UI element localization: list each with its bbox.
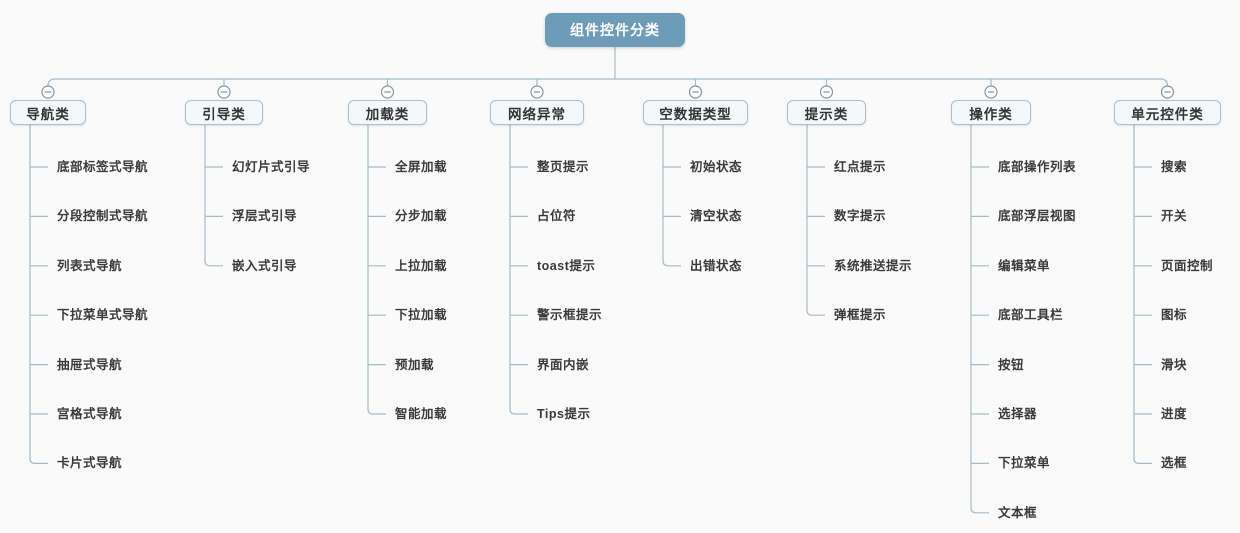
leaf-node[interactable]: 选框 bbox=[1161, 456, 1188, 471]
minus-circle-icon[interactable] bbox=[1160, 85, 1175, 99]
minus-circle-icon[interactable] bbox=[688, 85, 703, 99]
leaf-node[interactable]: 红点提示 bbox=[834, 160, 887, 174]
leaf-node[interactable]: 占位符 bbox=[537, 209, 577, 224]
minus-circle-icon[interactable] bbox=[380, 85, 395, 99]
minus-circle-icon[interactable] bbox=[41, 85, 55, 99]
leaf-node[interactable]: 底部操作列表 bbox=[998, 160, 1077, 174]
leaf-node[interactable]: 下拉加载 bbox=[395, 308, 448, 323]
leaf-node[interactable]: 文本框 bbox=[998, 505, 1038, 520]
leaf-node[interactable]: 出错状态 bbox=[690, 258, 743, 273]
leaf-node[interactable]: 搜索 bbox=[1161, 160, 1188, 174]
leaf-node[interactable]: 系统推送提示 bbox=[834, 258, 913, 273]
branch-node-label: 引导类 bbox=[202, 106, 246, 122]
branch-node-label: 单元控件类 bbox=[1131, 106, 1204, 122]
branch-node-label: 提示类 bbox=[804, 106, 849, 122]
leaf-node[interactable]: 初始状态 bbox=[690, 160, 743, 174]
branch-node-label: 网络异常 bbox=[508, 106, 566, 122]
leaf-node[interactable]: 弹框提示 bbox=[834, 308, 887, 323]
leaf-node[interactable]: 开关 bbox=[1161, 209, 1188, 224]
leaf-node[interactable]: 预加载 bbox=[395, 357, 435, 372]
leaf-node[interactable]: 智能加载 bbox=[395, 407, 448, 421]
leaf-node[interactable]: 整页提示 bbox=[537, 160, 590, 174]
minus-circle-icon[interactable] bbox=[819, 85, 834, 99]
minus-circle-icon[interactable] bbox=[217, 85, 231, 99]
root-node[interactable]: 组件控件分类 bbox=[545, 13, 685, 47]
leaf-node[interactable]: 数字提示 bbox=[834, 209, 887, 224]
leaf-node[interactable]: 浮层式引导 bbox=[232, 209, 298, 224]
leaf-node[interactable]: 按钮 bbox=[998, 357, 1025, 372]
leaf-node[interactable]: 底部标签式导航 bbox=[57, 160, 149, 174]
leaf-node[interactable]: 页面控制 bbox=[1161, 258, 1214, 273]
branch-node-label: 导航类 bbox=[26, 106, 70, 122]
leaf-node[interactable]: 清空状态 bbox=[690, 209, 743, 224]
leaf-node[interactable]: 嵌入式引导 bbox=[232, 258, 298, 273]
leaf-node[interactable]: 分段控制式导航 bbox=[57, 209, 149, 224]
leaf-node[interactable]: 幻灯片式引导 bbox=[232, 160, 311, 174]
leaf-node[interactable]: 抽屉式导航 bbox=[57, 357, 123, 372]
leaf-node[interactable]: 下拉菜单式导航 bbox=[57, 308, 149, 323]
leaf-node[interactable]: 卡片式导航 bbox=[57, 456, 123, 471]
leaf-node[interactable]: 宫格式导航 bbox=[57, 407, 123, 421]
leaf-node[interactable]: 底部浮层视图 bbox=[998, 209, 1077, 224]
branch-node[interactable]: 操作类 bbox=[951, 100, 1031, 125]
leaf-node[interactable]: 界面内嵌 bbox=[537, 357, 590, 372]
leaf-node[interactable]: 列表式导航 bbox=[57, 258, 123, 273]
branch-node[interactable]: 空数据类型 bbox=[643, 100, 748, 125]
branch-node-label: 空数据类型 bbox=[659, 106, 732, 122]
branch-node-label: 加载类 bbox=[365, 106, 410, 122]
leaf-node[interactable]: toast提示 bbox=[537, 258, 596, 273]
leaf-node[interactable]: 警示框提示 bbox=[537, 308, 603, 323]
leaf-node[interactable]: 编辑菜单 bbox=[998, 258, 1051, 273]
branch-node[interactable]: 导航类 bbox=[10, 100, 86, 125]
leaf-node[interactable]: Tips提示 bbox=[537, 407, 591, 421]
leaf-node[interactable]: 上拉加载 bbox=[395, 258, 448, 273]
leaf-node[interactable]: 进度 bbox=[1161, 407, 1188, 421]
leaf-node[interactable]: 滑块 bbox=[1161, 357, 1188, 372]
branch-node[interactable]: 加载类 bbox=[348, 100, 427, 125]
branch-node-label: 操作类 bbox=[969, 106, 1013, 122]
root-node-label: 组件控件分类 bbox=[570, 22, 660, 38]
leaf-node[interactable]: 选择器 bbox=[998, 407, 1038, 421]
minus-circle-icon[interactable] bbox=[984, 85, 998, 99]
minus-circle-icon[interactable] bbox=[530, 85, 544, 99]
branch-node[interactable]: 单元控件类 bbox=[1114, 100, 1221, 125]
branch-node[interactable]: 引导类 bbox=[185, 100, 263, 125]
branch-node[interactable]: 提示类 bbox=[787, 100, 866, 125]
leaf-node[interactable]: 分步加载 bbox=[395, 209, 448, 224]
leaf-node[interactable]: 下拉菜单 bbox=[998, 456, 1051, 471]
branch-node[interactable]: 网络异常 bbox=[490, 100, 584, 125]
leaf-node[interactable]: 图标 bbox=[1161, 308, 1188, 323]
leaf-node[interactable]: 全屏加载 bbox=[395, 160, 448, 174]
leaf-node[interactable]: 底部工具栏 bbox=[998, 308, 1064, 323]
